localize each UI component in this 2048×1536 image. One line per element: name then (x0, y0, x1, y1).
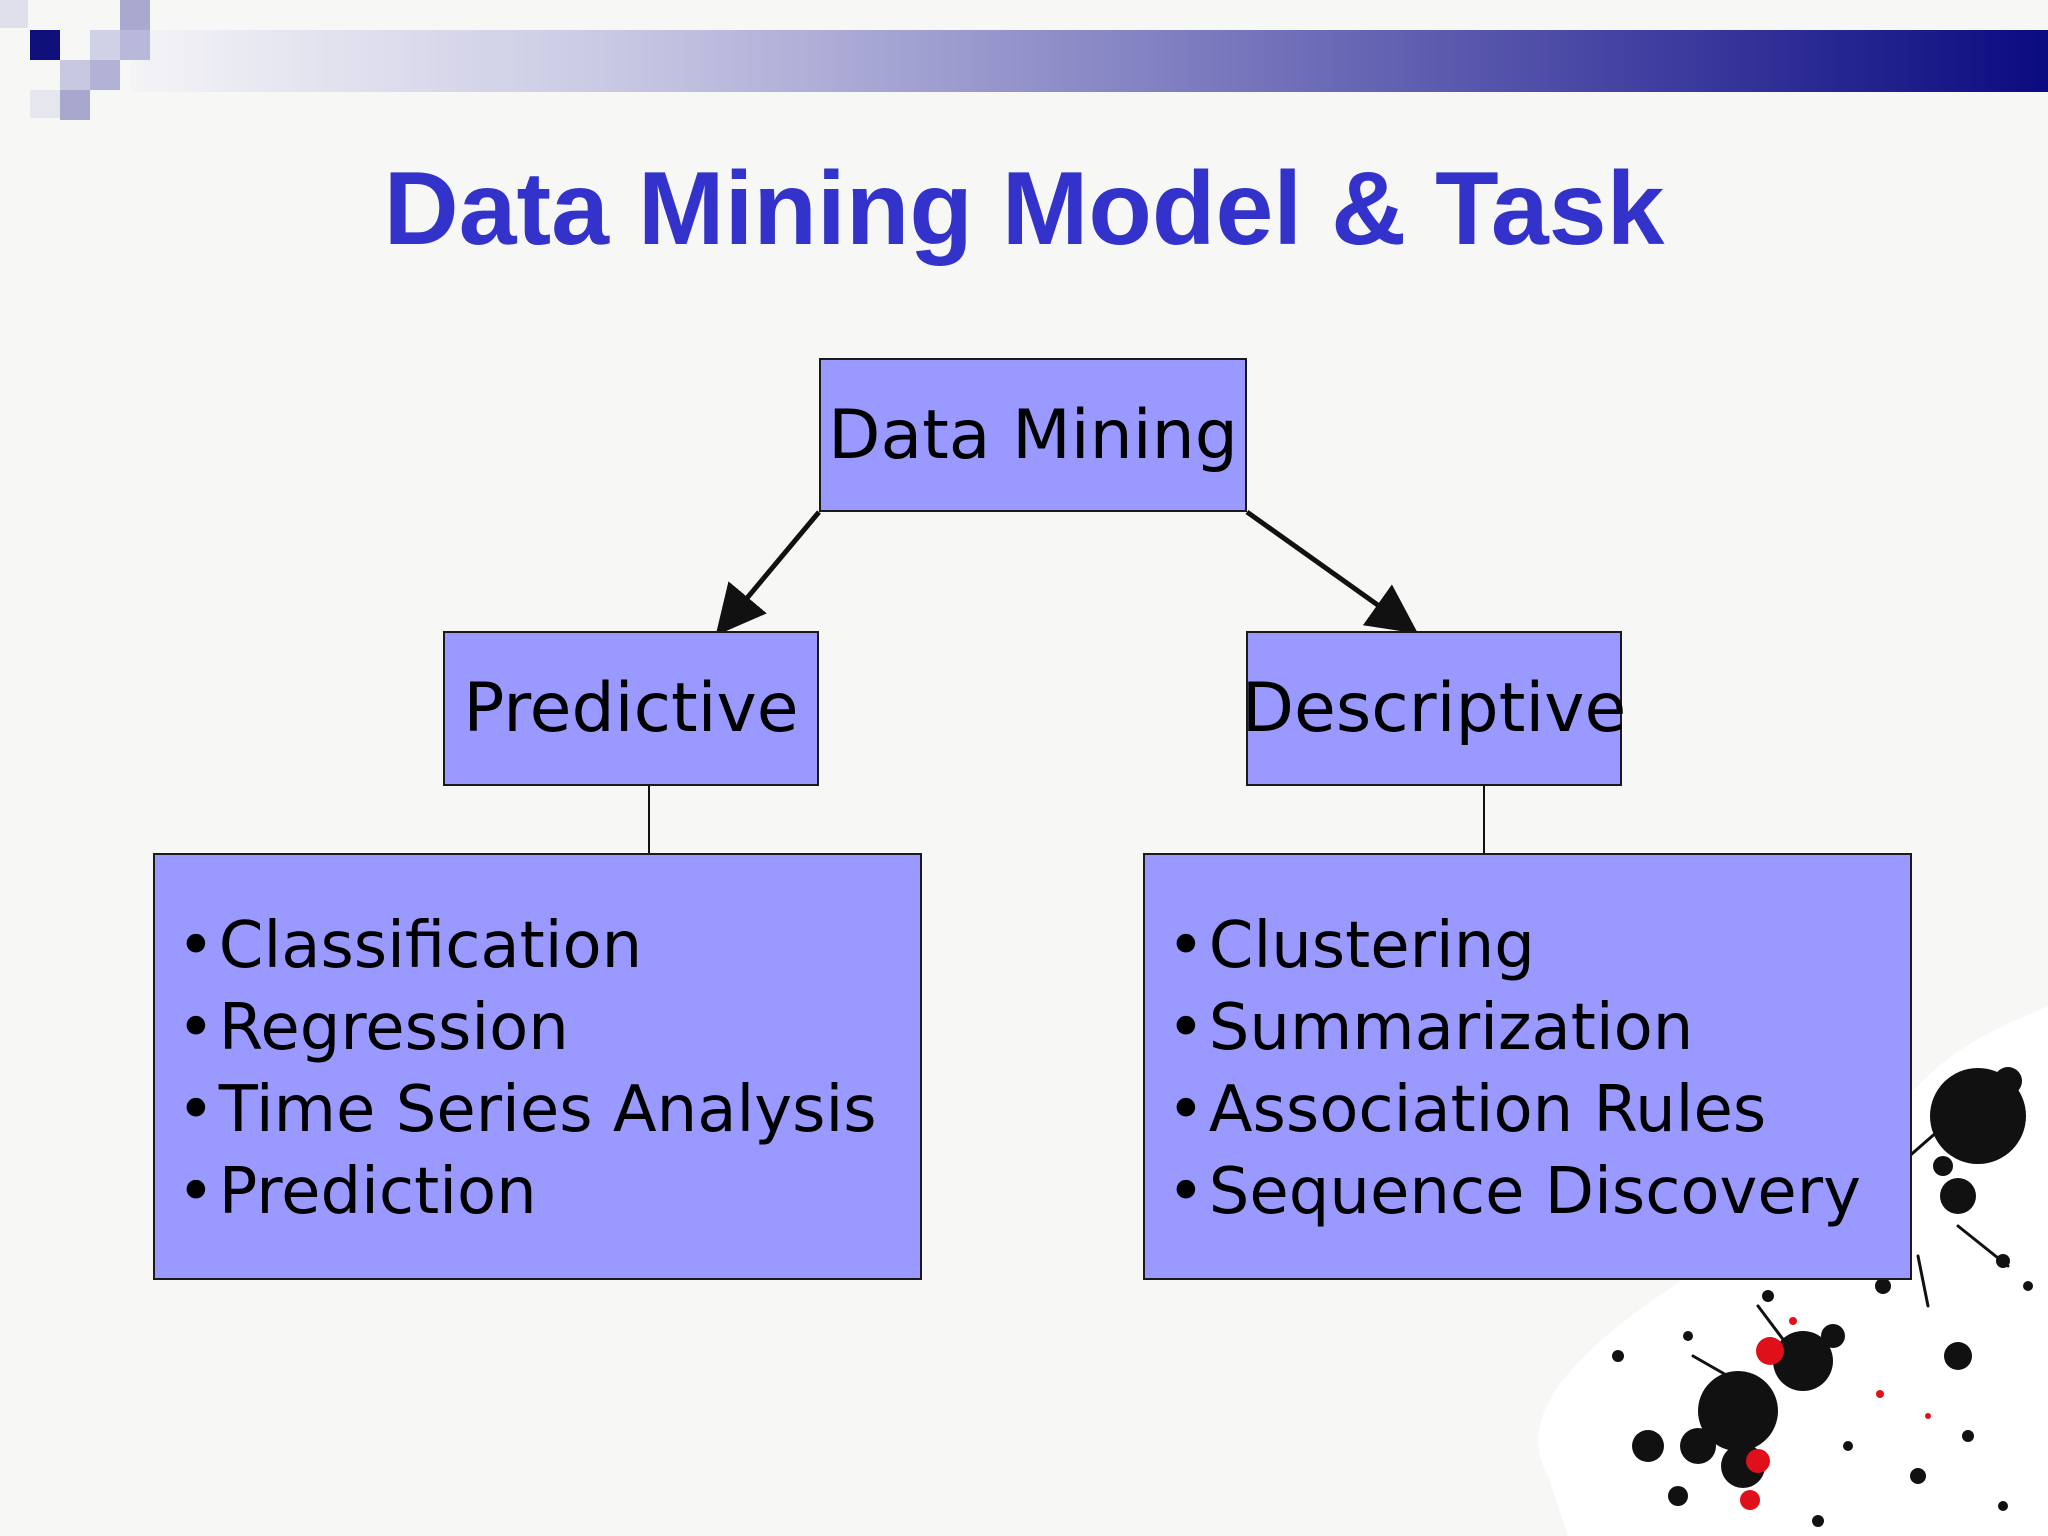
arrow-to-predictive (722, 512, 819, 628)
node-data-mining-label: Data Mining (828, 396, 1238, 475)
list-item: Association Rules (1167, 1069, 1910, 1151)
node-predictive-label: Predictive (463, 669, 798, 748)
node-descriptive-label: Descriptive (1242, 669, 1627, 748)
node-descriptive: Descriptive (1246, 631, 1622, 786)
predictive-tasks-box: Classification Regression Time Series An… (153, 853, 922, 1280)
node-predictive: Predictive (443, 631, 819, 786)
list-item: Prediction (177, 1151, 920, 1233)
list-item: Clustering (1167, 905, 1910, 987)
predictive-task-list: Classification Regression Time Series An… (177, 905, 920, 1233)
list-item: Classification (177, 905, 920, 987)
list-item: Summarization (1167, 987, 1910, 1069)
arrow-to-descriptive (1247, 512, 1410, 628)
list-item: Time Series Analysis (177, 1069, 920, 1151)
list-item: Sequence Discovery (1167, 1151, 1910, 1233)
descriptive-task-list: Clustering Summarization Association Rul… (1167, 905, 1910, 1233)
list-item: Regression (177, 987, 920, 1069)
descriptive-tasks-box: Clustering Summarization Association Rul… (1143, 853, 1912, 1280)
node-data-mining: Data Mining (819, 358, 1247, 512)
